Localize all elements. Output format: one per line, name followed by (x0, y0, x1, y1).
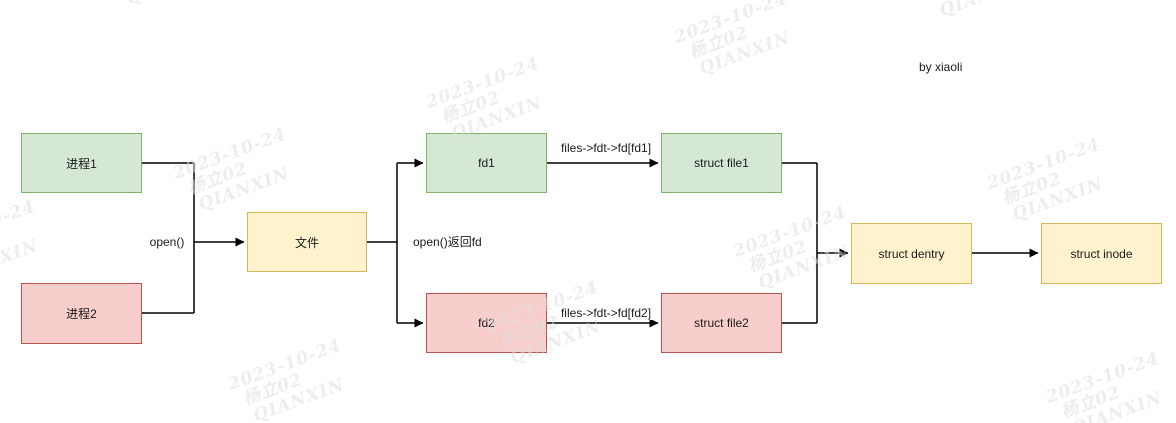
edge-label-fd2-lookup: files->fdt->fd[fd2] (558, 306, 654, 320)
node-process1: 进程1 (21, 133, 142, 193)
node-process2: 进程2 (21, 283, 142, 344)
node-struct-file2: struct file2 (661, 293, 782, 353)
node-fd2: fd2 (426, 293, 547, 353)
node-struct-file1-label: struct file1 (694, 156, 749, 170)
node-struct-inode-label: struct inode (1070, 246, 1133, 261)
node-file: 文件 (247, 212, 367, 272)
node-struct-file2-label: struct file2 (694, 316, 749, 330)
node-file-label: 文件 (294, 235, 319, 250)
node-fd2-label: fd2 (478, 316, 495, 330)
node-struct-inode: struct inode (1041, 223, 1162, 284)
node-fd1-label: fd1 (478, 156, 495, 170)
edge-label-open-return-fd: open()返回fd (411, 235, 484, 249)
edge-label-open: open() (147, 235, 187, 249)
credit-text: by xiaoli (919, 60, 963, 74)
node-struct-file1: struct file1 (661, 133, 782, 193)
node-fd1: fd1 (426, 133, 547, 193)
edge-label-fd1-lookup: files->fdt->fd[fd1] (558, 141, 654, 155)
node-struct-dentry-label: struct dentry (878, 246, 945, 261)
node-struct-dentry: struct dentry (851, 223, 972, 284)
node-process1-label: 进程1 (66, 156, 97, 171)
node-process2-label: 进程2 (66, 307, 97, 321)
